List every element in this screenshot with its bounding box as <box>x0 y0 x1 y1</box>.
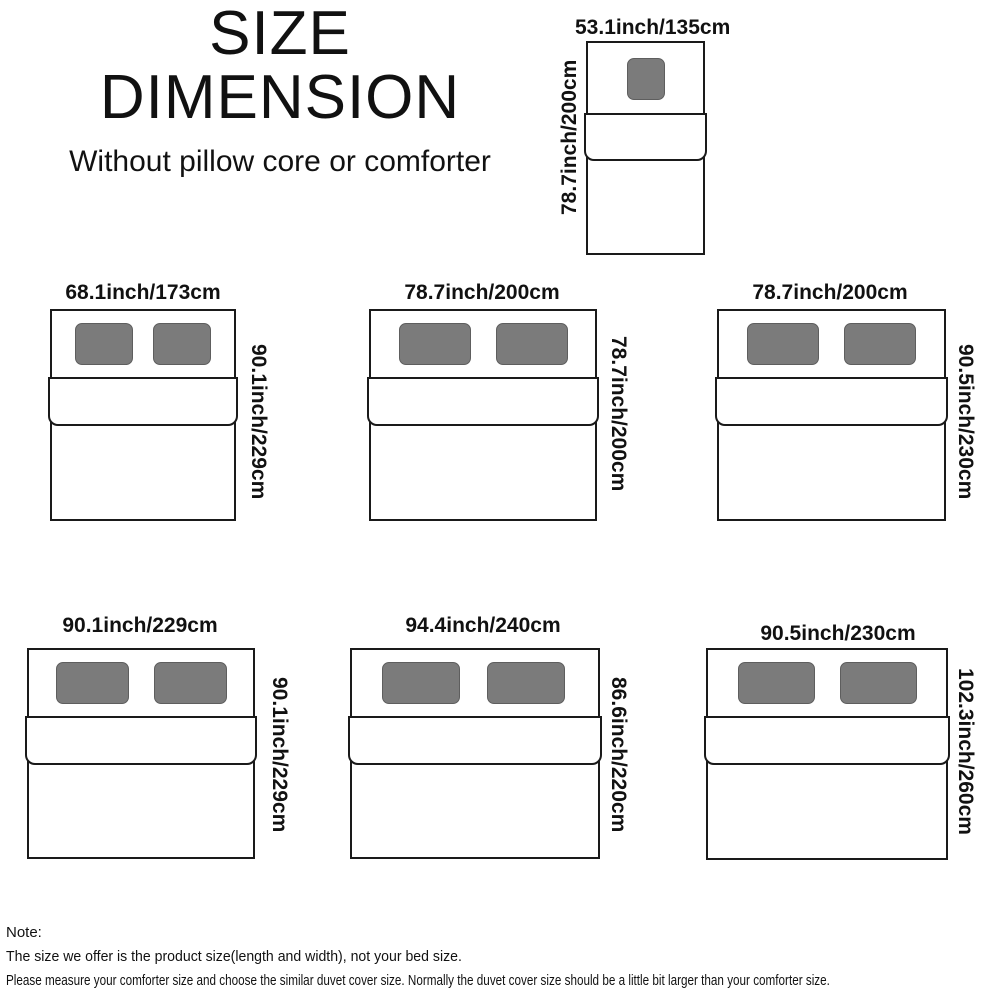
bed-width-label: 90.5inch/230cm <box>760 622 916 645</box>
sheet-fold <box>25 716 257 765</box>
page-title-line1: SIZE <box>209 0 351 68</box>
bed-height-label: 86.6inch/220cm <box>607 677 630 833</box>
bed-diagram <box>348 648 602 859</box>
bed-height-label: 78.7inch/200cm <box>558 59 581 215</box>
bed-diagram <box>48 309 238 521</box>
bed-diagram <box>584 41 707 255</box>
pillow-icon <box>56 662 129 704</box>
sheet-fold <box>367 377 599 426</box>
bed-diagram <box>367 309 599 521</box>
bed-height-label: 90.1inch/229cm <box>247 344 270 500</box>
sheet-fold <box>715 377 948 426</box>
pillow-icon <box>627 58 665 100</box>
pillow-icon <box>382 662 460 704</box>
bed-width-label: 94.4inch/240cm <box>405 614 561 637</box>
bed-diagram <box>704 648 950 860</box>
pillow-icon <box>399 323 471 365</box>
pillow-icon <box>496 323 568 365</box>
pillow-icon <box>154 662 227 704</box>
bed-width-label: 90.1inch/229cm <box>62 614 218 637</box>
page-subtitle: Without pillow core or comforter <box>69 145 491 178</box>
bed-width-label: 78.7inch/200cm <box>404 281 560 304</box>
pillow-icon <box>844 323 916 365</box>
sheet-fold <box>348 716 602 765</box>
sheet-fold <box>704 716 950 765</box>
page-title-line2: DIMENSION <box>99 63 461 132</box>
bed-height-label: 102.3inch/260cm <box>954 668 977 835</box>
bed-height-label: 78.7inch/200cm <box>607 336 630 492</box>
note-heading: Note: <box>6 924 42 941</box>
bed-width-label: 53.1inch/135cm <box>575 16 731 39</box>
bed-diagram <box>715 309 948 521</box>
pillow-icon <box>153 323 211 365</box>
bed-width-label: 78.7inch/200cm <box>752 281 908 304</box>
pillow-icon <box>738 662 815 704</box>
sheet-fold <box>584 113 707 161</box>
note-line-2: Please measure your comforter size and c… <box>6 972 830 989</box>
bed-height-label: 90.5inch/230cm <box>954 344 977 500</box>
pillow-icon <box>747 323 819 365</box>
bed-height-label: 90.1inch/229cm <box>268 677 291 833</box>
bed-width-label: 68.1inch/173cm <box>65 281 221 304</box>
note-line-1: The size we offer is the product size(le… <box>6 948 462 965</box>
bed-diagram <box>25 648 257 859</box>
pillow-icon <box>487 662 565 704</box>
pillow-icon <box>840 662 917 704</box>
pillow-icon <box>75 323 133 365</box>
sheet-fold <box>48 377 238 426</box>
